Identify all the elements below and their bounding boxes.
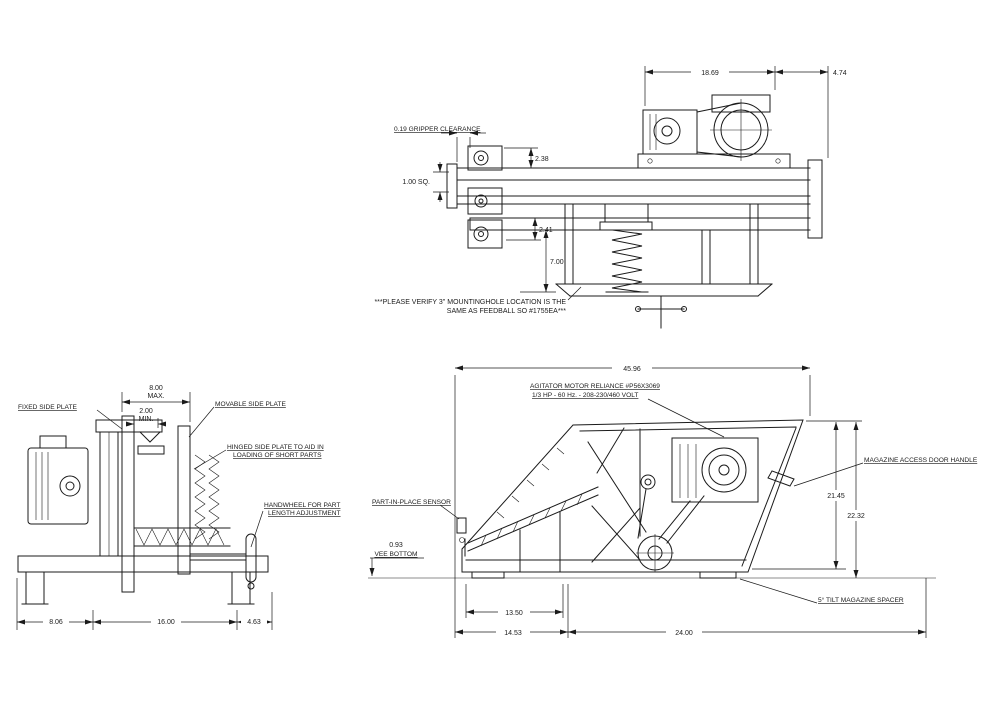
- dim-base-front: 14.53: [504, 630, 522, 637]
- label-vee-text: VEE BOTTOM: [374, 551, 417, 558]
- feed-track: [464, 486, 599, 557]
- dim-track-length: 13.50: [505, 610, 523, 617]
- note-line1: ***PLEASE VERIFY 3" MOUNTINGHOLE LOCATIO…: [374, 299, 566, 306]
- dim-base-right: 4.63: [247, 619, 261, 626]
- label-part-sensor: PART-IN-PLACE SENSOR: [372, 499, 451, 506]
- top-view-dimensions: 18.69 4.74 0.19 GRIPPER CLEARANCE 2.38 1…: [374, 66, 847, 315]
- tilt-spacer: [699, 571, 737, 579]
- lead-screw: [135, 528, 225, 546]
- dim-motor-span: 18.69: [701, 70, 719, 77]
- label-tilt-spacer: 5° TILT MAGAZINE SPACER: [818, 596, 904, 604]
- fixed-side-plate: [121, 415, 135, 593]
- label-fixed-side-plate: FIXED SIDE PLATE: [18, 404, 77, 411]
- label-door-handle: MAGAZINE ACCESS DOOR HANDLE: [864, 457, 978, 464]
- end-view-dimensions: FIXED SIDE PLATE MOVABLE SIDE PLATE HING…: [16, 385, 341, 630]
- label-gripper-clearance: 0.19 GRIPPER CLEARANCE: [394, 126, 481, 133]
- label-agitator-motor-line2: 1/3 HP - 60 Hz. - 208-230/460 VOLT: [532, 392, 638, 399]
- dim-inner-height: 21.45: [827, 493, 845, 500]
- dim-spring-drop: 7.00: [550, 259, 564, 266]
- vibrator-motor: [27, 447, 89, 525]
- coil-spring: [611, 229, 643, 293]
- note-line2: SAME AS FEEDBALL SO #1755EA***: [447, 308, 566, 315]
- adjuster-screw: [637, 295, 685, 329]
- dim-overall-height: 22.32: [847, 513, 865, 520]
- label-vee-value: 0.93: [389, 542, 403, 549]
- handwheel: [245, 533, 257, 583]
- label-handwheel-line2: LENGTH ADJUSTMENT: [268, 510, 341, 517]
- dim-max-opening-suffix: MAX.: [147, 393, 164, 400]
- dim-min-opening: 2.00: [139, 408, 153, 415]
- dim-bracket-height: 2.38: [535, 156, 549, 163]
- door-handle: [767, 470, 795, 487]
- dim-overhang: 4.74: [833, 70, 847, 77]
- part-in-place-sensor: [456, 517, 467, 534]
- magazine-body: [461, 419, 804, 573]
- gearbox: [642, 109, 698, 155]
- machine-base: [17, 555, 269, 573]
- dim-base-rear: 24.00: [675, 630, 693, 637]
- motor-base-plate: [637, 153, 791, 169]
- side-view-dimensions: 45.96 AGITATOR MOTOR RELIANCE #P56X3069 …: [369, 362, 978, 638]
- mounting-base: [555, 283, 773, 297]
- label-hinged-plate-line2: LOADING OF SHORT PARTS: [233, 452, 322, 459]
- dim-max-opening: 8.00: [149, 385, 163, 392]
- end-view-linework: [17, 415, 269, 605]
- dim-base-left: 8.06: [49, 619, 63, 626]
- top-view-linework: [446, 94, 823, 329]
- label-agitator-motor-line1: AGITATOR MOTOR RELIANCE #P56X3069: [530, 383, 660, 390]
- dim-tube-size: 1.00 SQ.: [402, 179, 430, 186]
- label-hinged-plate-line1: HINGED SIDE PLATE TO AID IN: [227, 444, 324, 451]
- label-movable-side-plate: MOVABLE SIDE PLATE: [215, 401, 286, 408]
- dim-base-center: 16.00: [157, 619, 175, 626]
- label-handwheel-line1: HANDWHEEL FOR PART: [264, 502, 340, 509]
- movable-side-plate: [177, 425, 191, 575]
- dim-min-opening-suffix: MIN.: [139, 416, 154, 423]
- dim-overall-length: 45.96: [623, 366, 641, 373]
- side-view-linework: [368, 419, 936, 579]
- agitator-motor: [671, 437, 759, 503]
